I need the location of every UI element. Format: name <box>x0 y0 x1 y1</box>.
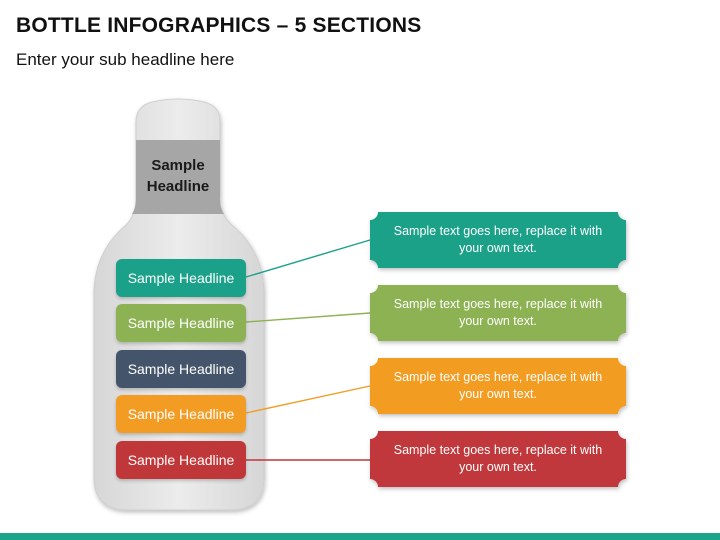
card-text-1: Sample text goes here, replace it with y… <box>393 224 603 255</box>
section-headline-5: Sample Headline <box>116 441 246 479</box>
connector-line-4 <box>245 385 371 414</box>
slide-title: BOTTLE INFOGRAPHICS – 5 SECTIONS <box>16 14 422 37</box>
text-card-5 <box>370 431 626 487</box>
slide-subtitle: Enter your sub headline here <box>16 50 235 69</box>
section-headline-4: Sample Headline <box>116 395 246 433</box>
card-text-5: Sample text goes here, replace it with y… <box>393 443 603 474</box>
neck-line-1: Sample <box>151 157 205 174</box>
footer-accent-bar <box>0 533 720 540</box>
bottle-neck-band <box>132 140 224 214</box>
section-headline-2: Sample Headline <box>116 304 246 342</box>
bottle-neck-headline: Sample Headline <box>128 155 228 197</box>
card-text-4: Sample text goes here, replace it with y… <box>393 370 603 401</box>
neck-line-2: Headline <box>146 178 210 195</box>
text-card-4 <box>370 358 626 414</box>
text-card-2 <box>370 285 626 341</box>
section-headline-1: Sample Headline <box>116 259 246 297</box>
card-text-2: Sample text goes here, replace it with y… <box>393 297 603 328</box>
section-headline-3: Sample Headline <box>116 350 246 388</box>
connector-line-2 <box>245 312 371 323</box>
connector-line-1 <box>245 239 371 278</box>
text-card-1 <box>370 212 626 268</box>
